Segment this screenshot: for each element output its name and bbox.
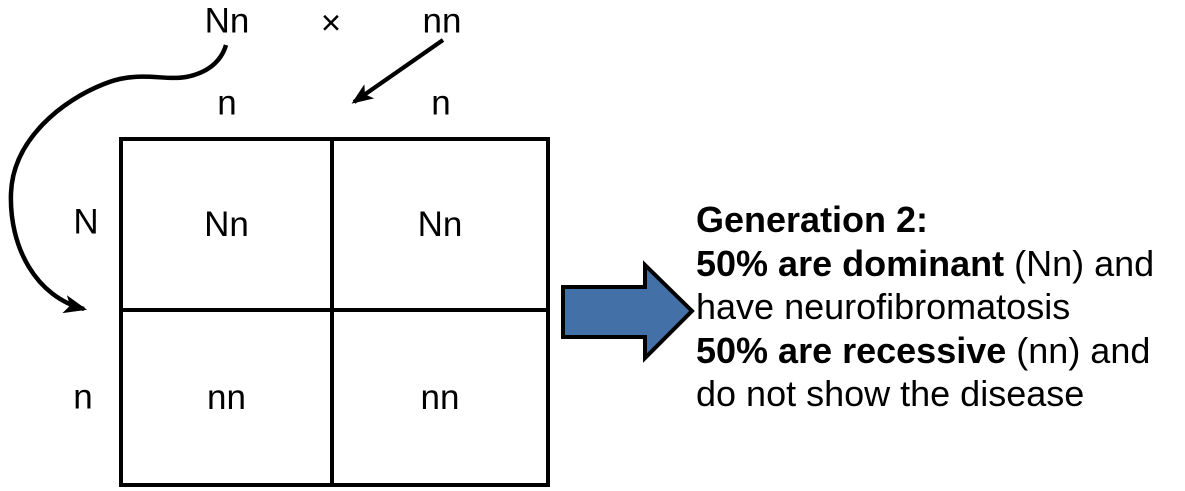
- block-arrow-right-icon: [561, 260, 695, 363]
- punnett-cell-bottom-right: nn: [420, 377, 460, 417]
- caption-line-title: Generation 2:: [696, 198, 1154, 242]
- row-header-allele-2: n: [73, 377, 93, 417]
- caption-recessive-cont: do not show the disease: [696, 373, 1085, 414]
- caption-dominant-cont: have neurofibromatosis: [696, 286, 1071, 327]
- caption-dominant-bold: 50% are dominant: [696, 242, 1005, 284]
- parent1-genotype-label: Nn: [204, 1, 250, 41]
- column-header-allele-2: n: [431, 83, 451, 123]
- caption-line-recessive-cont: do not show the disease: [696, 372, 1154, 416]
- parent2-genotype-label: nn: [422, 1, 462, 41]
- generation-result-caption: Generation 2: 50% are dominant (Nn) and …: [696, 198, 1154, 416]
- cross-operator-label: ×: [320, 3, 342, 43]
- punnett-cell-top-left: Nn: [123, 141, 334, 312]
- diagonal-arrow-parent2-icon: [351, 38, 445, 104]
- punnett-cell-top-right: Nn: [334, 141, 546, 312]
- caption-recessive-rest: (nn) and: [1006, 329, 1151, 371]
- column-header-allele-1: n: [217, 83, 237, 123]
- caption-title-text: Generation 2:: [696, 199, 929, 240]
- caption-line-dominant: 50% are dominant (Nn) and: [696, 242, 1154, 286]
- caption-recessive-bold: 50% are recessive: [696, 329, 1007, 371]
- punnett-cell-bottom-left: nn: [123, 312, 334, 483]
- row-header-allele-1: N: [73, 202, 99, 242]
- caption-dominant-rest: (Nn) and: [1004, 242, 1155, 284]
- punnett-square-grid: Nn Nn nn nn: [119, 137, 550, 487]
- caption-line-recessive: 50% are recessive (nn) and: [696, 329, 1154, 373]
- caption-line-dominant-cont: have neurofibromatosis: [696, 285, 1154, 329]
